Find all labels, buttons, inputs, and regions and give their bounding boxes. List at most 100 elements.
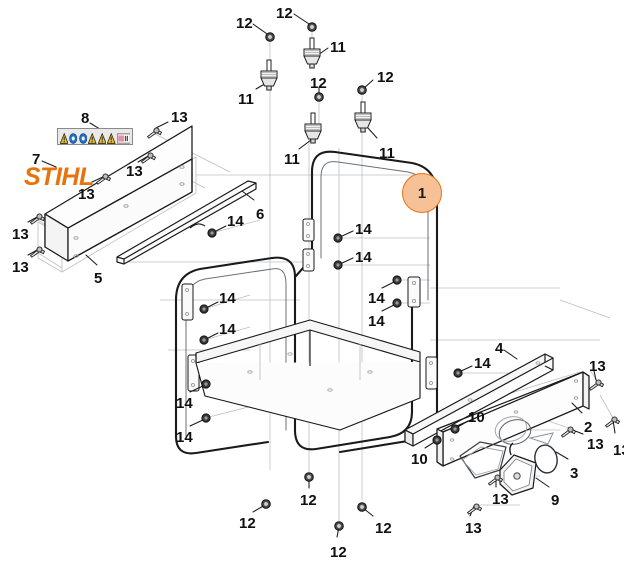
lock-nut-12-2	[314, 92, 324, 102]
part-6-cross-rail	[116, 180, 257, 265]
leader-c-7	[41, 160, 57, 168]
hex-nut-14-3	[201, 379, 211, 389]
callout-label-12[interactable]: 12	[239, 515, 256, 532]
callout-label-14[interactable]: 14	[474, 355, 491, 372]
callout-label-13[interactable]: 13	[171, 109, 188, 126]
part-3-grommet-ring	[534, 444, 558, 474]
base-deck-holes	[247, 352, 373, 392]
callout-label-3[interactable]: 3	[570, 465, 579, 482]
warning-icon-block-6	[116, 131, 130, 144]
callout-label-13[interactable]: 13	[492, 491, 509, 508]
callout-label-12[interactable]: 12	[276, 5, 293, 22]
callout-label-14[interactable]: 14	[176, 395, 193, 412]
leader-c-14-f	[339, 230, 354, 238]
leader-c-5	[85, 254, 98, 266]
screw-13-5	[589, 379, 604, 391]
callout-label-11[interactable]: 11	[284, 151, 300, 168]
lock-nut-12-3	[357, 85, 367, 95]
part-2-panel-features	[494, 416, 554, 445]
part-9-rubber-mount-bracket	[499, 442, 537, 496]
leader-c-4	[503, 349, 518, 360]
callout-label-14[interactable]: 14	[355, 249, 372, 266]
callout-label-13[interactable]: 13	[126, 163, 143, 180]
hex-nut-14-0	[207, 228, 217, 238]
callout-label-13[interactable]: 13	[587, 436, 604, 453]
callout-label-10[interactable]: 10	[411, 451, 428, 468]
callout-label-13[interactable]: 13	[12, 226, 29, 243]
callout-label-14[interactable]: 14	[219, 321, 236, 338]
hex-nut-14-9	[453, 368, 463, 378]
callout-label-13[interactable]: 13	[12, 259, 29, 276]
callout-label-12[interactable]: 12	[300, 492, 317, 509]
callout-label-13[interactable]: 13	[78, 186, 95, 203]
base-deck	[195, 319, 421, 431]
lock-nut-12-0	[265, 32, 275, 42]
safety-warning-decal	[57, 128, 133, 145]
leader-c-11-c	[298, 139, 312, 150]
callout-label-9[interactable]: 9	[551, 492, 560, 509]
vibration-mount-11-1	[303, 37, 321, 69]
callout-label-14[interactable]: 14	[219, 290, 236, 307]
callout-label-11[interactable]: 11	[238, 91, 254, 108]
warning-icon-circle-1	[69, 131, 78, 144]
frame-tab-holes	[185, 222, 433, 387]
warning-icon-triangle-3	[87, 131, 97, 144]
part-5-side-panel-left	[44, 125, 193, 262]
warning-icon-triangle-5	[106, 131, 116, 144]
part-4-rail-holes	[467, 361, 541, 402]
screw-13-9	[467, 503, 482, 515]
hex-nut-14-2	[199, 335, 209, 345]
leader-c-9	[535, 477, 550, 488]
lock-nut-12-5	[304, 472, 314, 482]
callout-label-12[interactable]: 12	[377, 69, 394, 86]
callout-label-10[interactable]: 10	[468, 409, 485, 426]
screw-13-7	[561, 426, 576, 438]
leader-c-3	[555, 451, 569, 460]
callout-label-12[interactable]: 12	[236, 15, 253, 32]
callout-label-2[interactable]: 2	[584, 419, 593, 436]
callout-label-8[interactable]: 8	[81, 110, 90, 127]
callout-label-14[interactable]: 14	[227, 213, 244, 230]
callout-label-13[interactable]: 13	[589, 358, 606, 375]
part-2-side-panel-right	[436, 371, 590, 467]
lock-nut-12-4	[261, 499, 271, 509]
callout-label-12[interactable]: 12	[310, 75, 327, 92]
callout-label-11[interactable]: 11	[330, 39, 346, 56]
highlight-callout-number: 1	[417, 184, 427, 202]
warning-icon-triangle-4	[97, 131, 107, 144]
callout-label-12[interactable]: 12	[375, 520, 392, 537]
hex-nut-14-4	[201, 413, 211, 423]
callout-label-12[interactable]: 12	[330, 544, 347, 561]
callout-label-14[interactable]: 14	[368, 313, 385, 330]
hex-nut-14-7	[392, 275, 402, 285]
vibration-mount-11-3	[354, 101, 372, 133]
hex-nut-14-6	[333, 260, 343, 270]
lock-nut-12-6	[334, 521, 344, 531]
frame-mounting-tabs	[181, 218, 438, 392]
lock-nut-12-7	[357, 502, 367, 512]
part-5-panel-holes	[73, 165, 185, 258]
highlight-callout-1[interactable]: 1	[402, 173, 442, 213]
callout-label-4[interactable]: 4	[495, 340, 504, 357]
callout-label-5[interactable]: 5	[94, 270, 103, 287]
callout-label-6[interactable]: 6	[256, 206, 265, 223]
callout-label-11[interactable]: 11	[379, 145, 395, 162]
vibration-mount-11-0	[260, 59, 278, 91]
hex-nut-14-10	[450, 424, 460, 434]
leader-c-13-f	[593, 370, 597, 381]
hex-nut-14-1	[199, 304, 209, 314]
callout-label-13[interactable]: 13	[613, 442, 624, 459]
callout-label-7[interactable]: 7	[32, 151, 41, 168]
warning-icon-circle-2	[79, 131, 88, 144]
screw-13-6	[605, 416, 620, 428]
leader-c-13-a	[155, 121, 169, 129]
leader-c-6	[241, 190, 255, 201]
warning-icon-triangle-0	[59, 131, 69, 144]
callout-leader-lines	[27, 13, 616, 538]
callout-label-14[interactable]: 14	[355, 221, 372, 238]
leader-c-11-d	[367, 127, 378, 139]
callout-label-13[interactable]: 13	[465, 520, 482, 537]
callout-label-14[interactable]: 14	[176, 429, 193, 446]
callout-label-14[interactable]: 14	[368, 290, 385, 307]
